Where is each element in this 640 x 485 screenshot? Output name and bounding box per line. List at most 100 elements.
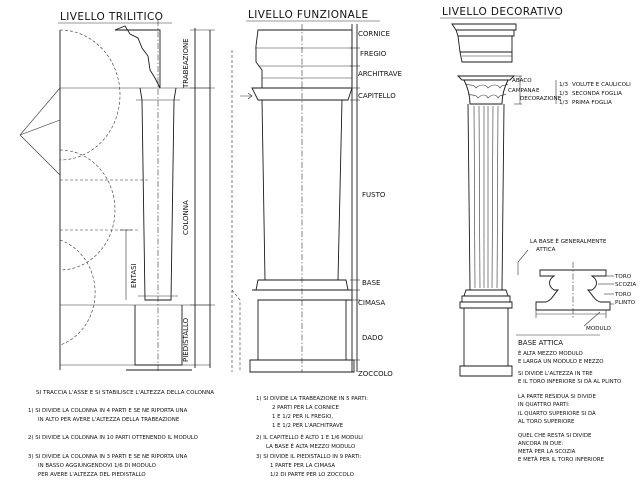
capital-leaves <box>467 93 507 99</box>
label-trabeazione: TRABEAZIONE <box>182 38 190 89</box>
pedestal-dado <box>463 307 509 367</box>
base-note-line: ATTICA <box>536 247 556 253</box>
note-trilitico-1: 1) SI DIVIDE LA COLONNA IN 4 PARTI E SE … <box>28 408 188 414</box>
label-volute: VOLUTE E CAULICOLI <box>572 82 631 88</box>
base-attica-text: ANCORA IN DUE: <box>518 441 563 447</box>
label-e: E <box>536 88 540 94</box>
base-note-line: LA BASE È GENERALMENTE <box>530 237 607 245</box>
note-trilitico-3: 3) SI DIVIDE LA COLONNA IN 3 PARTI E SE … <box>28 454 188 460</box>
label-toro: TORO <box>614 274 632 280</box>
funzionale-drawing <box>231 24 360 373</box>
base-attica-text: IN QUATTRO PARTI: <box>518 402 570 408</box>
title-livello-trilitico: LIVELLO TRILITICO <box>60 11 163 23</box>
base-attica-text: E IL TORO INFERIORE SI DÀ AL PLINTO <box>518 378 621 385</box>
capital-leaves <box>465 83 509 89</box>
base-plinth <box>461 295 511 303</box>
note-funzionale-1: 1) SI DIVIDE LA TRABEAZIONE IN 5 PARTI: <box>256 396 368 402</box>
label-zoccolo: ZOCCOLO <box>358 370 393 378</box>
pedestal-cimasa <box>459 301 513 309</box>
column-base <box>463 289 509 297</box>
fregio <box>457 35 513 53</box>
base-attica-text: SI DIVIDE L'ALTEZZA IN TRE <box>518 371 593 377</box>
arrow <box>583 311 601 327</box>
label-plinto: PLINTO <box>615 300 636 306</box>
base-attica-text: QUEL CHE RESTA SI DIVIDE <box>518 433 592 439</box>
column-shaft <box>139 87 177 301</box>
note-funzionale-2: 2) IL CAPITELLO È ALTO 1 E 1/6 MODULI <box>256 433 363 441</box>
label-cimasa: CIMASA <box>358 299 385 307</box>
note-trilitico-3c: PER AVERE L'ALTEZZA DEL PIEDISTALLO <box>38 472 146 478</box>
construction-line <box>19 119 61 136</box>
label-dado: DADO <box>362 334 383 342</box>
cornice <box>451 23 517 31</box>
flute <box>491 105 494 289</box>
label-fusto: FUSTO <box>362 191 386 199</box>
base-attica-text: METÀ PER LA SCOZIA <box>518 448 576 455</box>
note-trilitico-3b: IN BASSO AGGIUNGENDOVI 1/6 DI MODULO <box>38 463 156 469</box>
decorativo-drawing <box>451 23 614 377</box>
base-attica-text: E METÀ PER IL TORO INFERIORE <box>518 456 605 463</box>
trilitico-drawing <box>19 20 215 372</box>
label-toro: TORO <box>614 292 632 298</box>
architrave <box>459 51 513 63</box>
cornice-molding <box>455 29 515 37</box>
label-scozia: SCOZIA <box>615 282 636 288</box>
label-capitello: CAPITELLO <box>358 92 396 100</box>
pedestal-zoccolo <box>249 359 355 373</box>
label-seconda-foglia: SECONDA FOGLIA <box>572 91 622 97</box>
frac-2: 1/3 <box>559 91 568 97</box>
flute <box>496 105 499 289</box>
title-livello-funzionale: LIVELLO FUNZIONALE <box>248 9 369 21</box>
note-funzionale-1b: 2 PARTI PER LA CORNICE <box>272 405 339 411</box>
note-trilitico-2: 2) SI DIVIDE LA COLONNA IN 10 PARTI OTTE… <box>28 435 198 441</box>
note-trilitico-1b: IN ALTO PER AVERE L'ALTEZZA DELLA TRABEA… <box>38 417 180 423</box>
label-decorazione: DECORAZIONE <box>520 96 562 102</box>
note-funzionale-3b: 1 PARTE PER LA CIMASA <box>270 463 335 469</box>
label-prima-foglia: PRIMA FOGLIA <box>572 100 612 106</box>
capital-campana <box>463 79 509 105</box>
construction-arc <box>59 239 96 346</box>
construction-arc <box>59 29 121 161</box>
label-base: BASE <box>362 279 380 287</box>
entablature-silhouette <box>114 25 161 89</box>
title-livello-decorativo: LIVELLO DECORATIVO <box>442 6 563 18</box>
base-attica-text: LA PARTE RESIDUA SI DIVIDE <box>518 394 596 400</box>
note-funzionale-3c: 1/2 DI PARTE PER LO ZOCCOLO <box>270 472 354 478</box>
construction-line <box>19 134 61 176</box>
frac-1: 1/3 <box>559 82 568 88</box>
base-attica-text: È ALTA MEZZO MODULO <box>518 349 583 357</box>
column-shaft <box>467 103 505 291</box>
trilitico-caption: SI TRACCIA L'ASSE E SI STABILISCE L'ALTE… <box>36 390 214 396</box>
label-colonna: COLONNA <box>182 200 190 235</box>
note-funzionale-2b: LA BASE È ALTA MEZZO MODULO <box>266 442 355 450</box>
label-entasi: ENTASI <box>130 263 138 288</box>
note-funzionale-1d: 1 E 1/2 PER L'ARCHITRAVE <box>272 423 344 429</box>
base-attica-text: AL TORO SUPERIORE <box>518 419 575 425</box>
frac-3: 1/3 <box>559 100 568 106</box>
base-attica-detail <box>535 269 611 311</box>
pedestal-zoccolo <box>459 365 513 377</box>
label-fregio: FREGIO <box>360 50 387 58</box>
pedestal <box>134 305 183 366</box>
label-abaco: ABACO <box>512 78 532 84</box>
label-cornice: CORNICE <box>358 30 390 38</box>
construction-line <box>19 87 61 136</box>
label-architrave: ARCHITRAVE <box>358 70 402 78</box>
abaco <box>456 75 516 81</box>
heading-base-attica: BASE ATTICA <box>518 339 563 347</box>
base-attica-text: E LARGA UN MODULO E MEZZO <box>518 359 604 365</box>
entablature-block <box>255 29 353 89</box>
label-campana: CAMPANA <box>508 88 536 94</box>
label-modulo: MODULO <box>586 326 612 332</box>
note-funzionale-3: 3) SI DIVIDE IL PIEDISTALLO IN 9 PARTI: <box>256 454 362 460</box>
construction-arc <box>59 149 116 271</box>
base-attica-text: IL QUARTO SUPERIORE SI DÀ <box>518 410 596 417</box>
capital <box>251 87 353 101</box>
label-piedistallo: PIEDISTALLO <box>182 317 190 362</box>
note-funzionale-1c: 1 E 1/2 PER IL FREGIO, <box>272 414 333 420</box>
flute <box>478 105 481 289</box>
construction-line <box>231 289 241 372</box>
arrow <box>517 249 529 275</box>
flute <box>473 105 476 289</box>
